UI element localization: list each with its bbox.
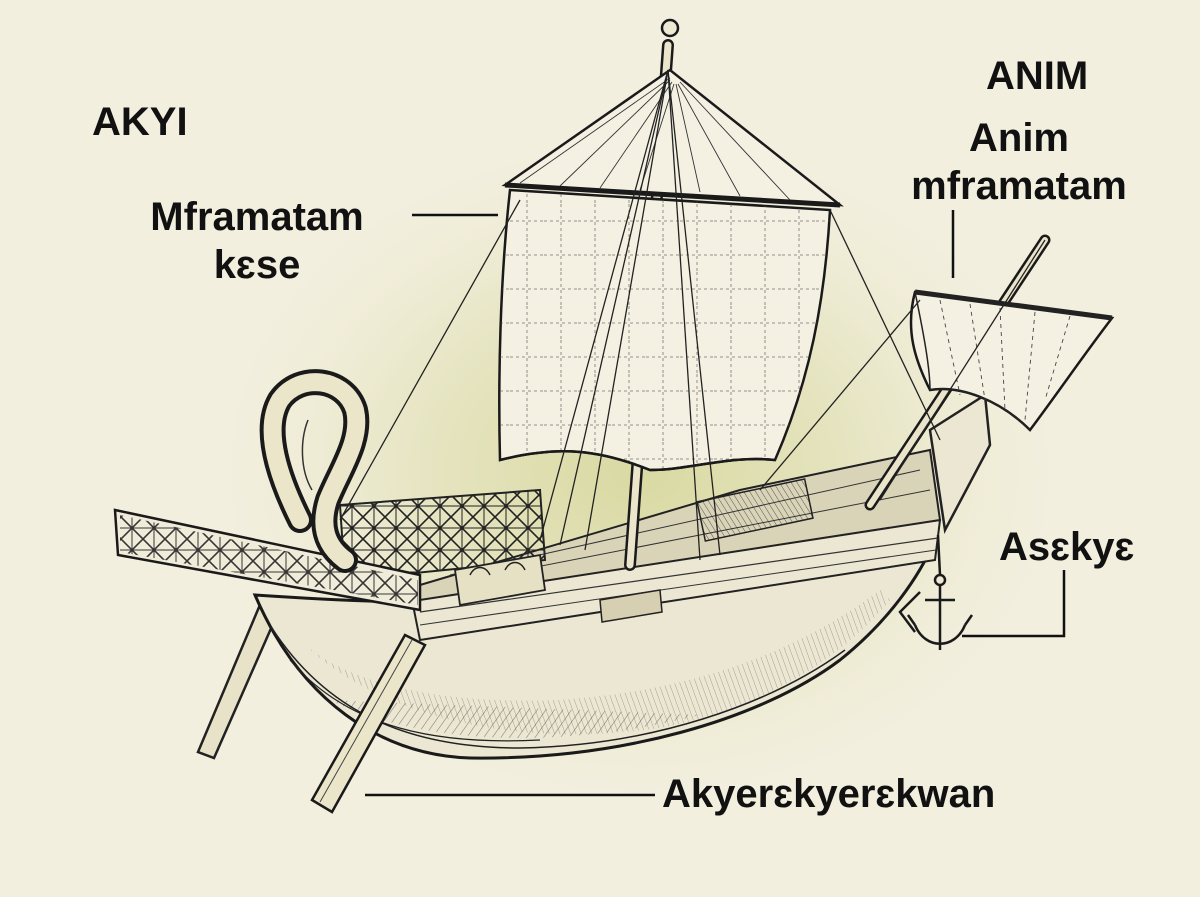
left-heading: AKYI: [92, 100, 188, 144]
fore-sail-label: Anim mframatam: [889, 117, 1149, 207]
fore-sail: [909, 289, 1115, 432]
main-sail-label: Mframatam kɛse: [128, 196, 386, 286]
main-sail: [498, 68, 844, 472]
deck-cabin: [453, 553, 663, 623]
rigging: [339, 69, 1046, 561]
leader-lines: [365, 210, 1066, 797]
steering-oar-front: [310, 633, 427, 814]
fore-sail-label-line1: Anim: [969, 116, 1069, 160]
steering-oar-label: Akyerɛkyerɛkwan: [662, 772, 996, 816]
fore-sail-label-line2: mframatam: [911, 164, 1127, 208]
swan-neck-post: [259, 369, 370, 573]
hull: [252, 517, 942, 760]
anchor-label: Asɛkyɛ: [999, 525, 1135, 569]
main-sail-label-line1: Mframatam: [150, 195, 364, 239]
main-sail-label-line2: kɛse: [213, 243, 301, 287]
right-heading: ANIM: [986, 54, 1089, 98]
anchor-icon: [898, 534, 974, 650]
leader-anchor: [962, 570, 1066, 638]
bow-gallery: [113, 508, 422, 612]
bow-post: [928, 392, 992, 534]
